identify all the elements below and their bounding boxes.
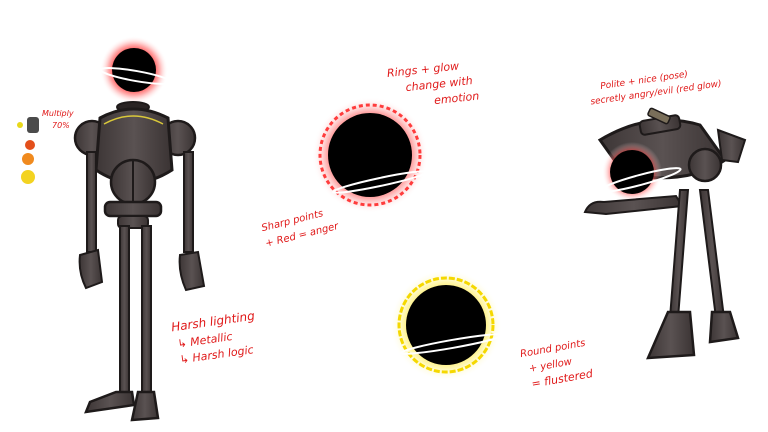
note-polite: Polite + nice (pose) secretly angry/evil… [590, 70, 722, 108]
swatch-red [25, 140, 35, 150]
black-hole-red [312, 97, 428, 213]
bowing-robot-head-ring [598, 167, 682, 193]
note-flustered-line-1: Round points [519, 338, 586, 360]
black-hole-yellow [390, 269, 505, 381]
robot-arm-right [183, 151, 194, 253]
robot-standing [73, 36, 206, 422]
swatch-yellow [21, 170, 35, 184]
note-rings-glow: Rings + glow change with emotion [386, 59, 480, 108]
note-lighting-line-1: Harsh lighting [170, 309, 256, 335]
robot-foot-left [84, 390, 136, 414]
robot-torso-rim [103, 115, 164, 125]
note-lighting: Harsh lighting ↳ Metallic ↳ Harsh logic [170, 309, 256, 367]
yellow-hole-edge [397, 276, 495, 374]
robot-arm-left [86, 151, 97, 253]
palette-label-percent: 70% [52, 121, 70, 130]
red-hole-ring [332, 170, 428, 194]
note-rings-line-3: emotion [433, 90, 479, 108]
robot-hips [103, 200, 163, 218]
bowing-robot-shoulder [687, 147, 723, 183]
palette-label-multiply: Multiply [42, 109, 74, 118]
red-hole-void [328, 113, 412, 197]
red-hole-spiky-edge [318, 103, 422, 207]
palette-swatches: Multiply 70% [17, 109, 74, 184]
robot-hand-right [178, 250, 206, 292]
robot-bowing [583, 107, 747, 360]
bowing-robot-foot-right [708, 310, 740, 344]
bowing-robot-foot-left [646, 310, 696, 360]
bowing-robot-leg-right [698, 189, 726, 319]
bowing-robot-shoulder-pad [647, 107, 671, 125]
robot-head-ring [99, 67, 173, 85]
note-flustered: Round points + yellow = flustered [519, 338, 594, 391]
robot-foot-right [130, 390, 160, 422]
robot-leg-left [119, 225, 130, 397]
bowing-robot-leg-left [668, 189, 690, 319]
note-anger: Sharp points + Red = anger [260, 208, 340, 249]
robot-hand-left [78, 248, 104, 290]
swatch-gray [27, 117, 39, 133]
yellow-hole-ring [399, 333, 505, 355]
bowing-robot-arm-back [716, 128, 747, 164]
bowing-robot-head-void [610, 150, 654, 194]
bowing-robot-arm-front [583, 194, 684, 216]
swatch-yellow-small [17, 122, 23, 128]
robot-leg-right [141, 225, 152, 397]
swatch-orange [22, 153, 34, 165]
